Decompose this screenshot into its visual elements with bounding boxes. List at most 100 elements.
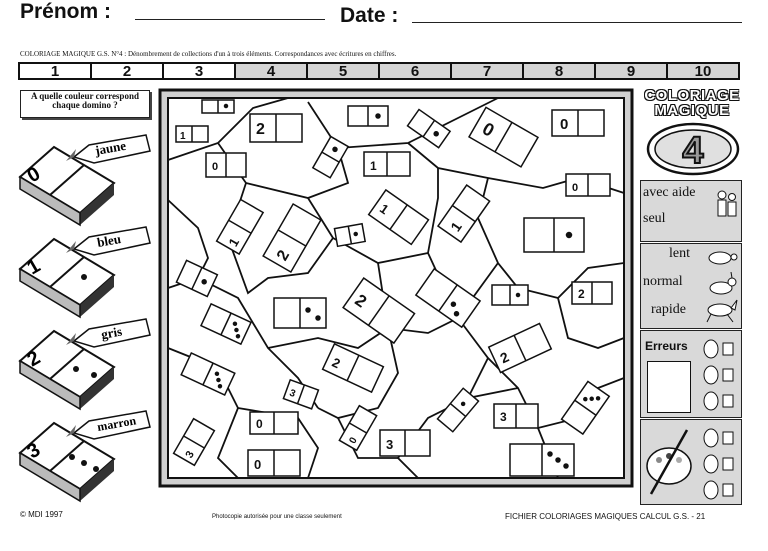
legend-color: jaune: [93, 138, 127, 158]
number-cell: 1: [20, 64, 92, 79]
svg-text:3: 3: [183, 449, 196, 460]
puzzle-domino[interactable]: 1: [367, 188, 430, 246]
svg-text:0: 0: [256, 417, 263, 431]
puzzle-domino[interactable]: [491, 284, 529, 306]
help-alone-label[interactable]: seul: [643, 211, 666, 226]
page-subtitle: COLORIAGE MAGIQUE G.S. N°4 : Dénombremen…: [20, 50, 397, 58]
svg-text:0: 0: [572, 182, 578, 194]
puzzle-domino[interactable]: 2: [321, 342, 385, 394]
rabbit-icon: [709, 272, 737, 295]
number-cell: 10: [668, 64, 738, 79]
firstname-label: Prénom :: [20, 0, 112, 23]
puzzle-domino[interactable]: 2: [487, 322, 553, 374]
legend-domino-3: 3 marron: [18, 410, 151, 503]
puzzle-domino[interactable]: 0: [205, 152, 247, 178]
speed-slow-label[interactable]: lent: [669, 246, 690, 261]
speed-fast-label[interactable]: rapide: [651, 302, 686, 317]
puzzle-domino[interactable]: 3: [172, 417, 216, 467]
puzzle-domino[interactable]: [414, 267, 482, 329]
puzzle-domino[interactable]: [201, 99, 235, 114]
svg-text:1: 1: [180, 131, 186, 142]
question-box: A quelle couleur correspond chaque domin…: [20, 90, 150, 118]
people-icon: [717, 190, 737, 217]
file-reference: FICHIER COLORIAGES MAGIQUES CALCUL G.S. …: [505, 512, 706, 521]
puzzle-domino[interactable]: 1: [215, 198, 265, 256]
puzzle-domino[interactable]: 0: [551, 109, 605, 137]
errors-input-box[interactable]: [647, 361, 691, 413]
firstname-line[interactable]: [135, 19, 325, 20]
puzzle-domino[interactable]: 2: [571, 281, 613, 305]
puzzle-domino[interactable]: 1: [175, 125, 209, 143]
puzzle-domino[interactable]: [273, 297, 327, 329]
number-cell: 3: [164, 64, 236, 79]
speed-panel: lent normal rapide: [640, 243, 742, 329]
svg-text:0: 0: [254, 457, 261, 472]
pencil-icon: [72, 318, 151, 348]
puzzle-domino[interactable]: 0: [565, 173, 611, 197]
date-label: Date :: [340, 4, 399, 27]
svg-text:2: 2: [578, 287, 585, 301]
svg-text:2: 2: [256, 121, 265, 138]
legend-color: bleu: [96, 231, 122, 250]
puzzle-domino[interactable]: 2: [262, 202, 322, 274]
badge-number: 4: [682, 130, 703, 172]
errors-label: Erreurs: [645, 339, 688, 353]
puzzle-domino[interactable]: 2: [342, 277, 416, 345]
puzzle-domino[interactable]: 3: [493, 403, 539, 429]
number-cell: 5: [308, 64, 380, 79]
svg-text:1: 1: [370, 159, 377, 173]
legend-domino-1: 1 bleu: [18, 226, 151, 319]
puzzle-domino[interactable]: [311, 135, 350, 179]
puzzle-domino[interactable]: [560, 380, 611, 436]
puzzle-domino[interactable]: 3: [282, 378, 320, 410]
help-panel: avec aide seul: [640, 180, 742, 242]
number-cell: 8: [524, 64, 596, 79]
puzzle-domino[interactable]: [175, 259, 219, 298]
puzzle-domino[interactable]: [406, 108, 452, 149]
puzzle-domino[interactable]: 0: [249, 411, 299, 435]
puzzle-domino[interactable]: 0: [467, 106, 540, 168]
puzzle-domino[interactable]: [333, 222, 367, 248]
svg-text:0: 0: [347, 435, 360, 446]
puzzle-domino[interactable]: 0: [338, 404, 378, 452]
number-cell: 9: [596, 64, 668, 79]
pencil-icon: [72, 226, 151, 256]
turtle-icon: [708, 251, 738, 265]
number-cell: 7: [452, 64, 524, 79]
number-strip: 1 2 3 4 5 6 7 8 9 10: [18, 62, 740, 80]
legend-color: marron: [96, 413, 137, 434]
side-title-line2: MAGIQUE: [654, 102, 730, 119]
pencil-icon: [72, 134, 151, 164]
side-title-line1: COLORIAGE: [644, 87, 740, 104]
legend-color: gris: [100, 324, 123, 342]
puzzle-domino[interactable]: [199, 302, 253, 346]
help-with-label[interactable]: avec aide: [643, 185, 696, 200]
number-cell: 6: [380, 64, 452, 79]
palette-icon: [646, 429, 692, 495]
puzzle-domino[interactable]: [523, 217, 585, 253]
puzzle-domino[interactable]: 1: [363, 151, 411, 177]
number-cell: 2: [92, 64, 164, 79]
photocopy-notice: Photocopie autorisée pour une classe seu…: [212, 514, 342, 520]
legend-domino-2: 2 gris: [18, 318, 151, 411]
puzzle-domino[interactable]: 1: [436, 184, 491, 244]
errors-panel: Erreurs: [640, 330, 742, 418]
puzzle-domino[interactable]: 0: [247, 449, 301, 477]
copyright: © MDI 1997: [20, 510, 63, 519]
puzzle-domino[interactable]: 3: [379, 429, 431, 457]
puzzle-domino[interactable]: [509, 443, 575, 477]
puzzle-domino[interactable]: [347, 105, 389, 127]
side-title: COLORIAGE MAGIQUE: [640, 88, 744, 118]
puzzle-domino[interactable]: [180, 351, 236, 397]
smiley-icons: [703, 339, 734, 411]
svg-text:0: 0: [560, 116, 568, 133]
horse-icon: [706, 299, 738, 323]
puzzle-domino[interactable]: [436, 387, 480, 433]
svg-text:3: 3: [288, 388, 297, 400]
puzzle-domino[interactable]: 2: [249, 113, 303, 143]
legend-domino-0: 0 jaune: [18, 134, 151, 227]
svg-text:0: 0: [212, 161, 218, 173]
speed-normal-label[interactable]: normal: [643, 274, 683, 289]
date-line[interactable]: [412, 22, 742, 23]
pencil-icon: [72, 410, 151, 440]
